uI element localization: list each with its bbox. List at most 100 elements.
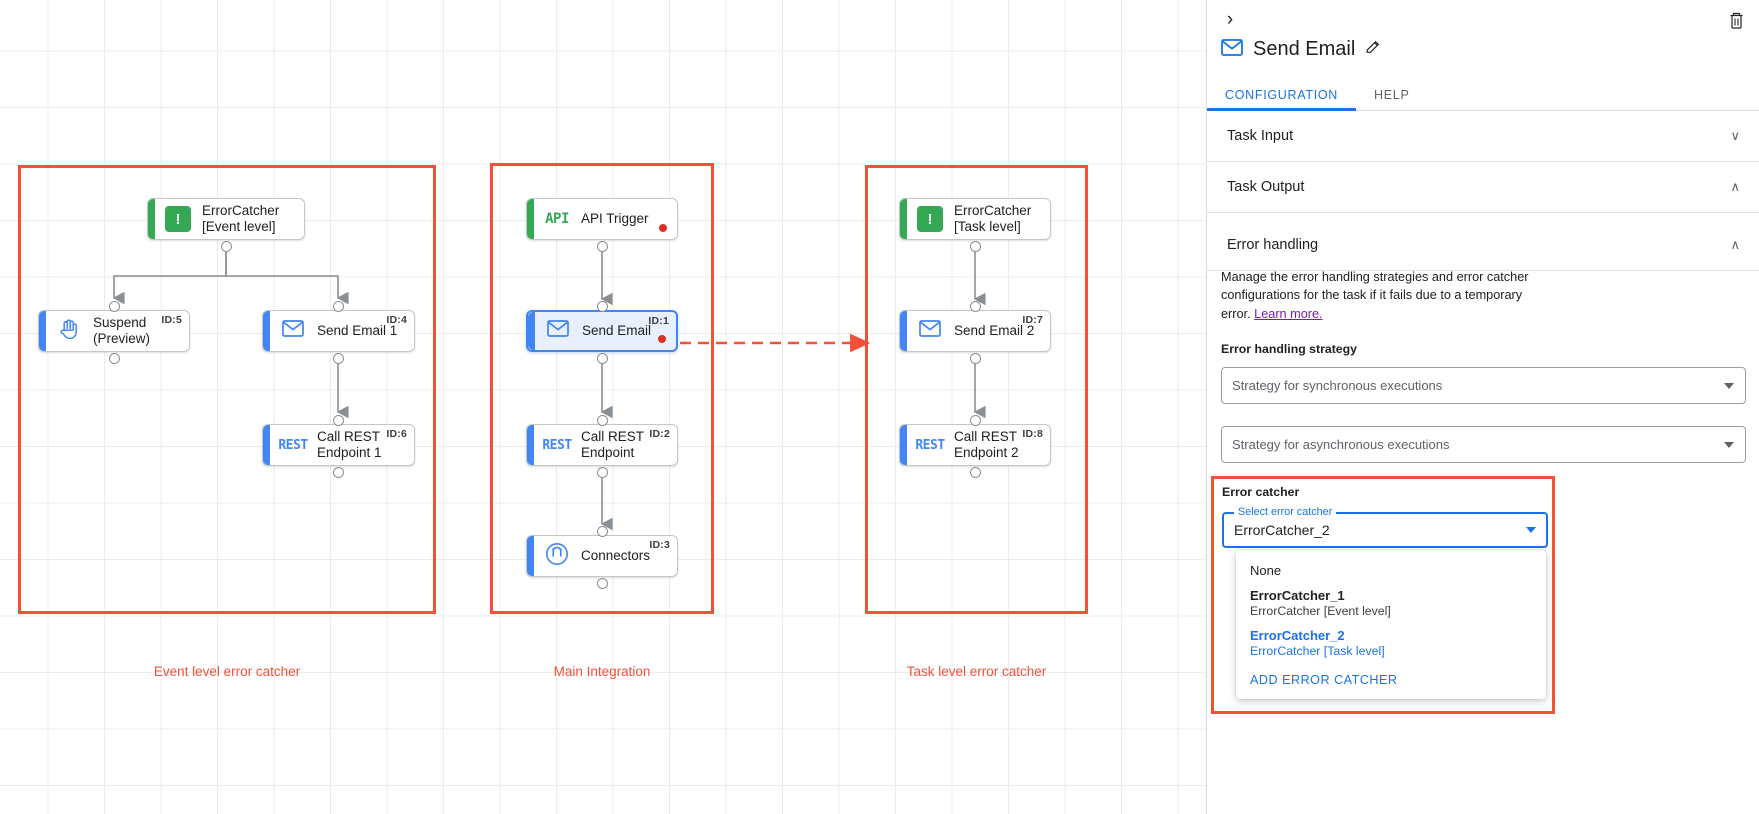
node-output-port[interactable] bbox=[596, 466, 608, 478]
node-label: Call REST Endpoint 2 bbox=[954, 428, 1019, 460]
tab-configuration[interactable]: CONFIGURATION bbox=[1207, 78, 1356, 111]
group-box-1 bbox=[490, 163, 714, 614]
node-icon bbox=[55, 317, 83, 345]
async-strategy-select[interactable]: Strategy for asynchronous executions bbox=[1221, 426, 1746, 464]
dropdown-option-title: ErrorCatcher_2 bbox=[1250, 628, 1345, 643]
section-task-input[interactable]: Task Input ∨ bbox=[1207, 111, 1759, 162]
chevron-down-icon: ∨ bbox=[1730, 128, 1740, 143]
node-id-badge: ID:2 bbox=[649, 428, 670, 440]
error-catcher-floating-label: Select error catcher bbox=[1234, 506, 1337, 518]
node-icon: ! bbox=[164, 205, 192, 233]
node-output-port[interactable] bbox=[596, 240, 608, 252]
node-input-port[interactable] bbox=[969, 414, 981, 426]
node-input-port[interactable] bbox=[108, 300, 120, 312]
pencil-icon[interactable] bbox=[1365, 39, 1381, 60]
node-output-port[interactable] bbox=[596, 352, 608, 364]
chevron-down-icon bbox=[1724, 441, 1734, 448]
node-accent-bar bbox=[527, 199, 534, 239]
node-input-port[interactable] bbox=[333, 414, 344, 426]
envelope-icon bbox=[282, 320, 304, 342]
node-input-port[interactable] bbox=[596, 525, 608, 537]
node-label: API Trigger bbox=[581, 210, 649, 226]
node-icon bbox=[916, 317, 944, 345]
node-error-indicator bbox=[659, 224, 667, 232]
learn-more-link[interactable]: Learn more. bbox=[1254, 306, 1323, 321]
error-catcher-selected-value: ErrorCatcher_2 bbox=[1234, 522, 1330, 538]
envelope-icon bbox=[919, 320, 941, 342]
pencil-glyph bbox=[1366, 40, 1380, 53]
node-label: Send Email 1 bbox=[317, 322, 398, 338]
node-label: Connectors bbox=[581, 547, 651, 563]
chevron-right-icon[interactable]: › bbox=[1226, 9, 1234, 30]
node-input-port[interactable] bbox=[333, 300, 344, 312]
node-output-port[interactable] bbox=[969, 466, 981, 478]
node-ec2[interactable]: !ErrorCatcher [Task level] bbox=[899, 198, 1051, 240]
node-susp[interactable]: Suspend (Preview) ID:5 bbox=[38, 310, 190, 352]
section-task-input-title: Task Input bbox=[1227, 128, 1294, 144]
group-caption: Event level error catcher bbox=[153, 664, 301, 679]
node-id-badge: ID:5 bbox=[161, 314, 182, 326]
node-output-port[interactable] bbox=[108, 352, 120, 364]
error-handling-description-text: Manage the error handling strategies and… bbox=[1221, 270, 1529, 321]
section-task-output[interactable]: Task Output ∧ bbox=[1207, 162, 1759, 213]
trash-icon[interactable] bbox=[1723, 7, 1749, 33]
node-api[interactable]: API API Trigger bbox=[526, 198, 678, 240]
group-box-0 bbox=[18, 165, 436, 614]
node-input-port[interactable] bbox=[969, 300, 981, 312]
node-id-badge: ID:6 bbox=[386, 428, 407, 440]
group-caption: Task level error catcher bbox=[906, 664, 1047, 679]
node-accent-bar bbox=[527, 425, 534, 465]
sync-strategy-select[interactable]: Strategy for synchronous executions bbox=[1221, 367, 1746, 405]
node-output-port[interactable] bbox=[596, 577, 608, 589]
chevron-up-icon: ∧ bbox=[1730, 237, 1740, 252]
tab-help[interactable]: HELP bbox=[1374, 87, 1410, 102]
dropdown-option-0[interactable]: None bbox=[1236, 558, 1546, 583]
node-label: Call REST Endpoint bbox=[581, 428, 645, 460]
panel-title-row: Send Email bbox=[1221, 38, 1381, 61]
envelope-icon bbox=[547, 320, 569, 342]
error-catcher-label: Error catcher bbox=[1222, 485, 1300, 499]
error-catcher-icon: ! bbox=[165, 206, 191, 232]
node-label: Send Email 2 bbox=[954, 322, 1035, 338]
node-input-port[interactable] bbox=[596, 414, 608, 426]
node-id-badge: ID:4 bbox=[386, 314, 407, 326]
node-id-badge: ID:1 bbox=[648, 315, 669, 327]
node-output-port[interactable] bbox=[333, 352, 344, 364]
envelope-glyph bbox=[1221, 38, 1243, 56]
async-strategy-value: Strategy for asynchronous executions bbox=[1232, 437, 1450, 453]
error-catcher-select[interactable]: Select error catcher ErrorCatcher_2 bbox=[1222, 506, 1548, 548]
chevron-up-icon: ∧ bbox=[1730, 179, 1740, 194]
node-ec1[interactable]: !ErrorCatcher [Event level] bbox=[147, 198, 305, 240]
section-error-handling[interactable]: Error handling ∧ bbox=[1207, 220, 1759, 271]
node-id-badge: ID:3 bbox=[649, 539, 670, 551]
dropdown-option-subtitle: ErrorCatcher [Event level] bbox=[1250, 604, 1391, 618]
node-error-indicator bbox=[658, 335, 666, 343]
node-label: Suspend (Preview) bbox=[93, 314, 151, 346]
node-output-port[interactable] bbox=[969, 240, 981, 252]
api-icon: API bbox=[545, 211, 569, 227]
dropdown-option-title: ErrorCatcher_1 bbox=[1250, 588, 1345, 603]
node-output-port[interactable] bbox=[333, 466, 344, 478]
add-error-catcher-button[interactable]: ADD ERROR CATCHER bbox=[1250, 673, 1398, 687]
node-output-port[interactable] bbox=[969, 352, 981, 364]
node-accent-bar bbox=[263, 311, 270, 351]
node-accent-bar bbox=[528, 312, 535, 350]
node-icon: REST bbox=[278, 431, 308, 459]
node-output-port[interactable] bbox=[220, 240, 232, 252]
node-icon: API bbox=[543, 205, 571, 233]
error-handling-body: Manage the error handling strategies and… bbox=[1207, 268, 1759, 464]
node-input-port[interactable] bbox=[596, 300, 608, 312]
error-catcher-highlight-region: Error catcher Select error catcher Error… bbox=[1211, 476, 1555, 714]
